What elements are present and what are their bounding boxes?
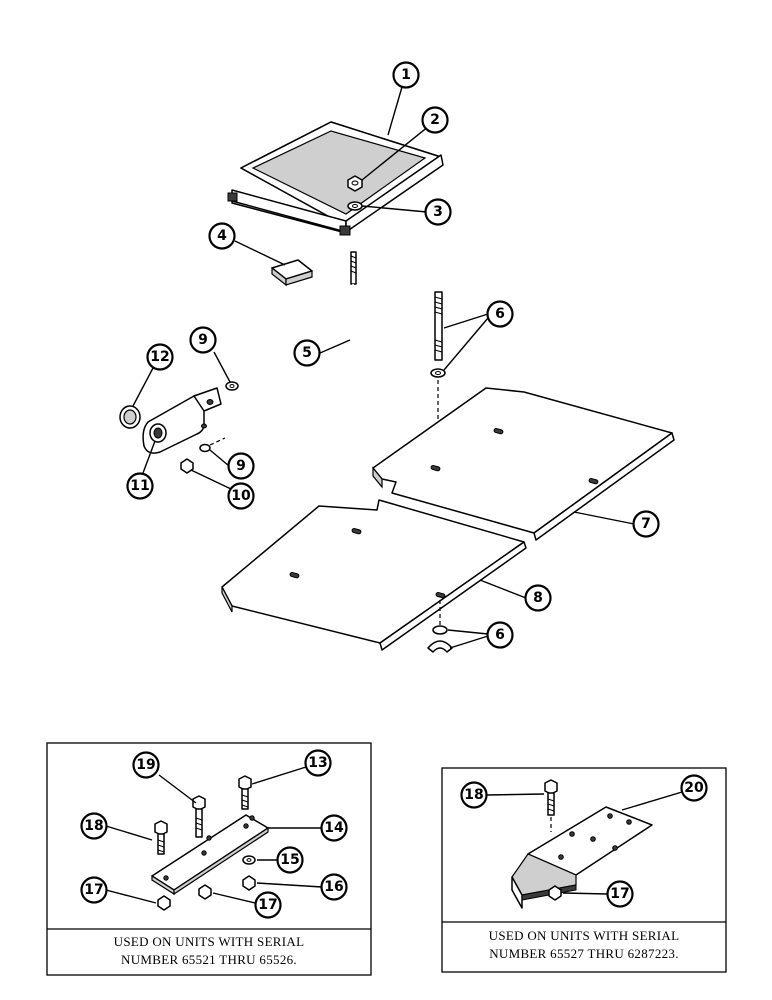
angle-bracket-part	[511, 806, 653, 909]
callout-14-label: 14	[324, 820, 344, 836]
nut-part	[347, 175, 363, 192]
callout-10-label: 10	[231, 488, 251, 504]
washer-lower-part	[199, 437, 226, 453]
callout-6-upper-label: 6	[495, 306, 505, 322]
callout-20: 20	[680, 774, 708, 802]
callout-16: 16	[320, 873, 348, 901]
frame-part	[227, 121, 444, 236]
nut-17-middle-part	[198, 884, 212, 900]
callout-7: 7	[632, 510, 660, 538]
callout-17-right: 17	[606, 880, 634, 908]
callout-4: 4	[208, 222, 236, 250]
callout-14: 14	[320, 814, 348, 842]
nut-16-part	[242, 875, 256, 891]
nut-17-left-part	[157, 895, 171, 911]
callout-4-label: 4	[217, 228, 227, 244]
callout-20-label: 20	[684, 780, 704, 796]
callout-17-left: 17	[80, 876, 108, 904]
callout-11-label: 11	[130, 478, 149, 494]
callout-2-label: 2	[430, 112, 440, 128]
callout-12-label: 12	[150, 349, 169, 365]
callout-13: 13	[304, 749, 332, 777]
callout-18-right: 18	[460, 781, 488, 809]
clip-part	[427, 625, 453, 653]
callout-8: 8	[524, 584, 552, 612]
nut-17-right-part	[548, 885, 562, 901]
bolt-18-right-part	[544, 779, 558, 832]
inset-right-note-line1: USED ON UNITS WITH SERIAL	[489, 928, 680, 943]
inset-right: 18 20 17 USED ON UNITS WITH SERIAL NUMBE…	[441, 767, 727, 973]
inset-left-note-line1: USED ON UNITS WITH SERIAL	[114, 934, 305, 949]
callout-11: 11	[126, 472, 154, 500]
callout-10: 10	[227, 482, 255, 510]
inset-left-note-line2: NUMBER 65521 THRU 65526.	[121, 952, 297, 967]
washer-upper-part	[225, 381, 239, 391]
callout-6-lower: 6	[486, 621, 514, 649]
washer-part	[347, 201, 363, 211]
callout-12: 12	[146, 343, 174, 371]
callout-17-middle: 17	[254, 891, 282, 919]
callout-1-label: 1	[401, 67, 411, 83]
callout-18-right-label: 18	[464, 787, 483, 803]
callout-17-middle-label: 17	[258, 897, 277, 913]
callout-17-left-label: 17	[84, 882, 103, 898]
washer-15-part	[242, 855, 256, 865]
inset-right-note-line2: NUMBER 65527 THRU 6287223.	[489, 946, 679, 961]
inset-left: 19 13 18 14 15 17 16 17 USED ON UNITS WI…	[46, 742, 372, 976]
callout-19: 19	[132, 751, 160, 779]
pad-part	[271, 259, 313, 287]
nut-small-part	[180, 458, 194, 474]
strap-plate-part	[151, 814, 269, 896]
bracket-part	[142, 387, 222, 454]
bushing-part	[119, 405, 141, 429]
callout-9-lower: 9	[227, 452, 255, 480]
callout-19-label: 19	[136, 757, 155, 773]
callout-17-right-label: 17	[610, 886, 629, 902]
callout-9-upper-label: 9	[198, 332, 208, 348]
bolt-18-part	[154, 820, 168, 855]
callout-6-lower-label: 6	[495, 627, 505, 643]
floor-plate-front	[221, 499, 527, 651]
callout-5: 5	[293, 339, 321, 367]
callout-5-label: 5	[302, 345, 312, 361]
callout-18-left-label: 18	[84, 818, 103, 834]
callout-15: 15	[276, 846, 304, 874]
callout-16-label: 16	[324, 879, 343, 895]
callout-7-label: 7	[641, 516, 651, 532]
callout-2: 2	[421, 106, 449, 134]
bolt-19-part	[192, 795, 206, 838]
callout-9-lower-label: 9	[236, 458, 246, 474]
bolt-13-part	[238, 775, 252, 810]
callout-3: 3	[424, 198, 452, 226]
leader-lines	[132, 86, 635, 649]
callout-9-upper: 9	[189, 326, 217, 354]
callout-8-label: 8	[533, 590, 543, 606]
callout-18-left: 18	[80, 812, 108, 840]
callout-13-label: 13	[308, 755, 327, 771]
callout-15-label: 15	[280, 852, 299, 868]
floor-plate-rear	[372, 387, 675, 541]
callout-1: 1	[392, 61, 420, 89]
callout-3-label: 3	[433, 204, 443, 220]
callout-6-upper: 6	[486, 300, 514, 328]
j-bolt-part	[350, 251, 373, 378]
